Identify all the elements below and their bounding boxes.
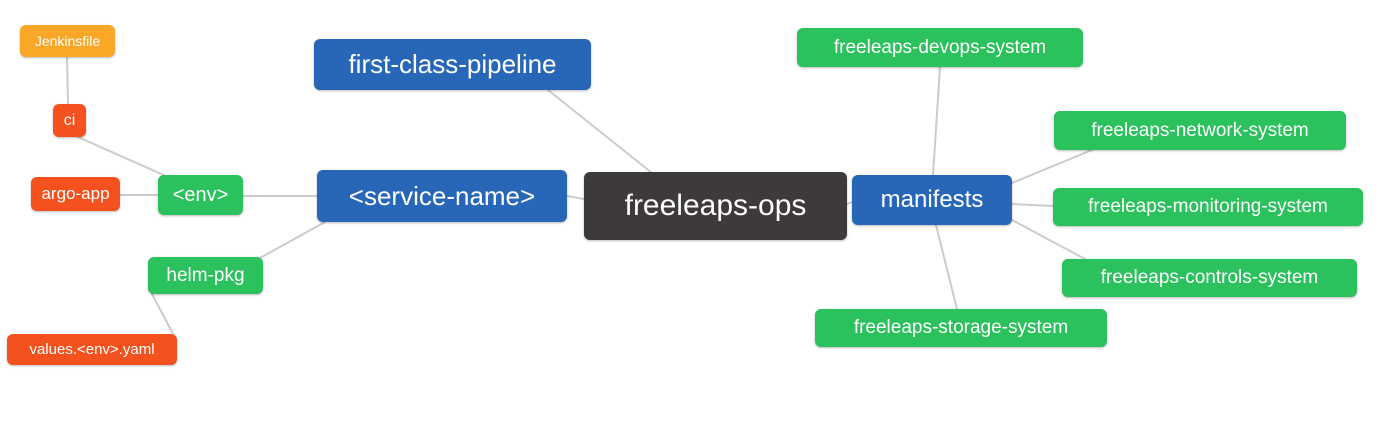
- mindmap-node-values-env-yaml[interactable]: values.<env>.yaml: [7, 334, 177, 365]
- mindmap-node-helm-pkg[interactable]: helm-pkg: [148, 257, 263, 294]
- mindmap-node-first-class-pipeline[interactable]: first-class-pipeline: [314, 39, 591, 90]
- edge-service-name-to-freeleaps-ops: [566, 195, 585, 200]
- mindmap-node-argo-app[interactable]: argo-app: [31, 177, 120, 211]
- mindmap-node-service-name[interactable]: <service-name>: [317, 170, 567, 222]
- mindmap-node-manifests[interactable]: manifests: [852, 175, 1012, 225]
- mindmap-node-jenkinsfile[interactable]: Jenkinsfile: [20, 25, 115, 57]
- edge-jenkinsfile-to-ci: [66, 56, 69, 105]
- mindmap-node-freeleaps-network-system[interactable]: freeleaps-network-system: [1054, 111, 1346, 150]
- edge-service-name-to-helm-pkg: [259, 221, 326, 259]
- edge-first-class-pipeline-to-freeleaps-ops: [547, 89, 653, 174]
- edge-ci-to-env: [77, 136, 169, 178]
- mindmap-node-freeleaps-storage-system[interactable]: freeleaps-storage-system: [815, 309, 1107, 347]
- mindmap-node-freeleaps-monitoring-system[interactable]: freeleaps-monitoring-system: [1053, 188, 1363, 226]
- edge-manifests-to-freeleaps-controls-system: [1011, 219, 1086, 260]
- edge-manifests-to-freeleaps-storage-system: [935, 224, 958, 310]
- mindmap-node-freeleaps-ops[interactable]: freeleaps-ops: [584, 172, 847, 240]
- edge-helm-pkg-to-values-env-yaml: [151, 293, 174, 335]
- mindmap-node-freeleaps-controls-system[interactable]: freeleaps-controls-system: [1062, 259, 1357, 297]
- mindmap-node-ci[interactable]: ci: [53, 104, 86, 137]
- edge-freeleaps-ops-to-manifests: [846, 201, 853, 205]
- edge-manifests-to-freeleaps-monitoring-system: [1011, 203, 1054, 207]
- edge-manifests-to-freeleaps-network-system: [1011, 149, 1093, 184]
- edge-manifests-to-freeleaps-devops-system: [932, 66, 941, 176]
- mindmap-node-env[interactable]: <env>: [158, 175, 243, 215]
- mindmap-node-freeleaps-devops-system[interactable]: freeleaps-devops-system: [797, 28, 1083, 67]
